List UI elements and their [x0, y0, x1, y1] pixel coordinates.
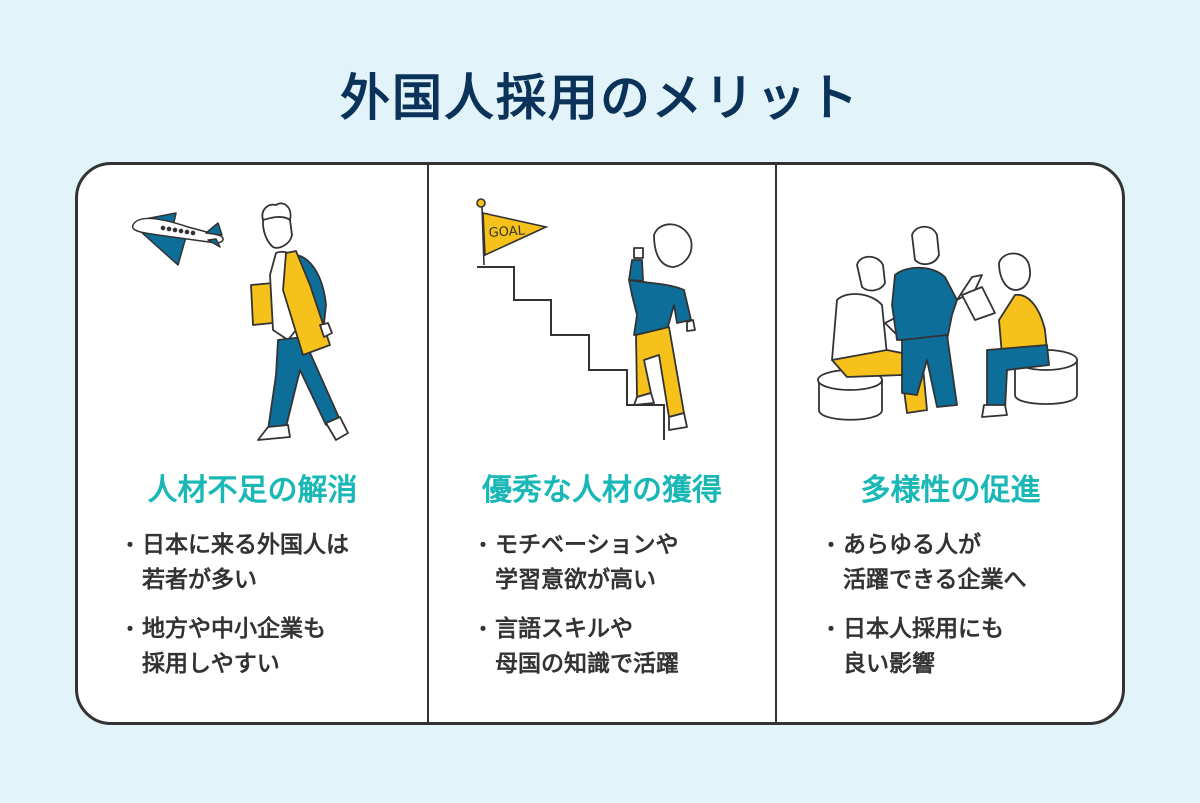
goal-flag-icon: GOAL — [476, 198, 549, 266]
walking-man-icon — [250, 202, 349, 441]
benefits-card: 人材不足の解消 ・ 日本に来る外国人は 若者が多い ・ 地方や中小企業も 採用し… — [75, 162, 1125, 725]
bullet-dot-icon: ・ — [120, 617, 140, 641]
bullet-dot-icon: ・ — [821, 533, 841, 557]
benefit-bullets: ・ 日本に来る外国人は 若者が多い ・ 地方や中小企業も 採用しやすい — [118, 528, 417, 696]
man-suit-center-icon — [891, 225, 983, 408]
bullet-line: 若者が多い — [142, 567, 257, 593]
bullet-line: 言語スキルや — [495, 616, 633, 642]
bullet-item: ・ モチベーションや 学習意欲が高い — [471, 528, 765, 598]
man-walking-airplane-illustration — [131, 202, 349, 441]
benefit-heading: 人材不足の解消 — [147, 473, 358, 508]
bullet-line: 活躍できる企業へ — [843, 567, 1027, 593]
bullet-line: モチベーションや — [495, 532, 679, 558]
bullet-dot-icon: ・ — [120, 533, 140, 557]
stairs-goal-illustration: GOAL — [476, 198, 696, 440]
airplane-icon — [131, 212, 224, 266]
bullet-line: 良い影響 — [843, 651, 935, 677]
benefit-column-talent-shortage: 人材不足の解消 ・ 日本に来る外国人は 若者が多い ・ 地方や中小企業も 採用し… — [78, 165, 429, 722]
bullet-item: ・ 日本人採用にも 良い影響 — [819, 612, 1114, 682]
benefit-bullets: ・ あらゆる人が 活躍できる企業へ ・ 日本人採用にも 良い影響 — [819, 528, 1114, 696]
benefit-heading: 優秀な人材の獲得 — [482, 473, 722, 508]
woman-sitting-right-icon — [961, 252, 1050, 418]
bullet-dot-icon: ・ — [473, 533, 493, 557]
benefit-bullets: ・ モチベーションや 学習意欲が高い ・ 言語スキルや 母国の知識で活躍 — [471, 528, 765, 696]
bullet-line: 母国の知識で活躍 — [495, 651, 679, 677]
bullet-item: ・ 地方や中小企業も 採用しやすい — [118, 612, 417, 682]
bullet-line: 採用しやすい — [142, 651, 280, 677]
bullet-item: ・ あらゆる人が 活躍できる企業へ — [819, 528, 1114, 598]
bullet-item: ・ 言語スキルや 母国の知識で活躍 — [471, 612, 765, 682]
benefit-heading: 多様性の促進 — [860, 473, 1041, 508]
bullet-line: 学習意欲が高い — [495, 567, 656, 593]
goal-flag-text: GOAL — [488, 223, 526, 241]
bullet-line: 日本人採用にも — [843, 616, 1004, 642]
bullet-line: あらゆる人が — [843, 532, 981, 558]
climbing-woman-icon — [628, 223, 696, 431]
bullet-item: ・ 日本に来る外国人は 若者が多い — [118, 528, 417, 598]
page-title: 外国人採用のメリット — [340, 69, 860, 127]
benefit-column-talent-acquisition: GOAL 優秀な人材の獲得 ・ モチベーションや 学習意欲が高い — [429, 165, 777, 722]
discussion-group-illustration — [817, 225, 1078, 421]
benefit-column-diversity: 多様性の促進 ・ あらゆる人が 活躍できる企業へ ・ 日本人採用にも 良い影響 — [777, 165, 1122, 722]
bullet-line: 地方や中小企業も — [142, 616, 326, 642]
bullet-dot-icon: ・ — [821, 617, 841, 641]
bullet-line: 日本に来る外国人は — [142, 532, 349, 558]
bullet-dot-icon: ・ — [473, 617, 493, 641]
